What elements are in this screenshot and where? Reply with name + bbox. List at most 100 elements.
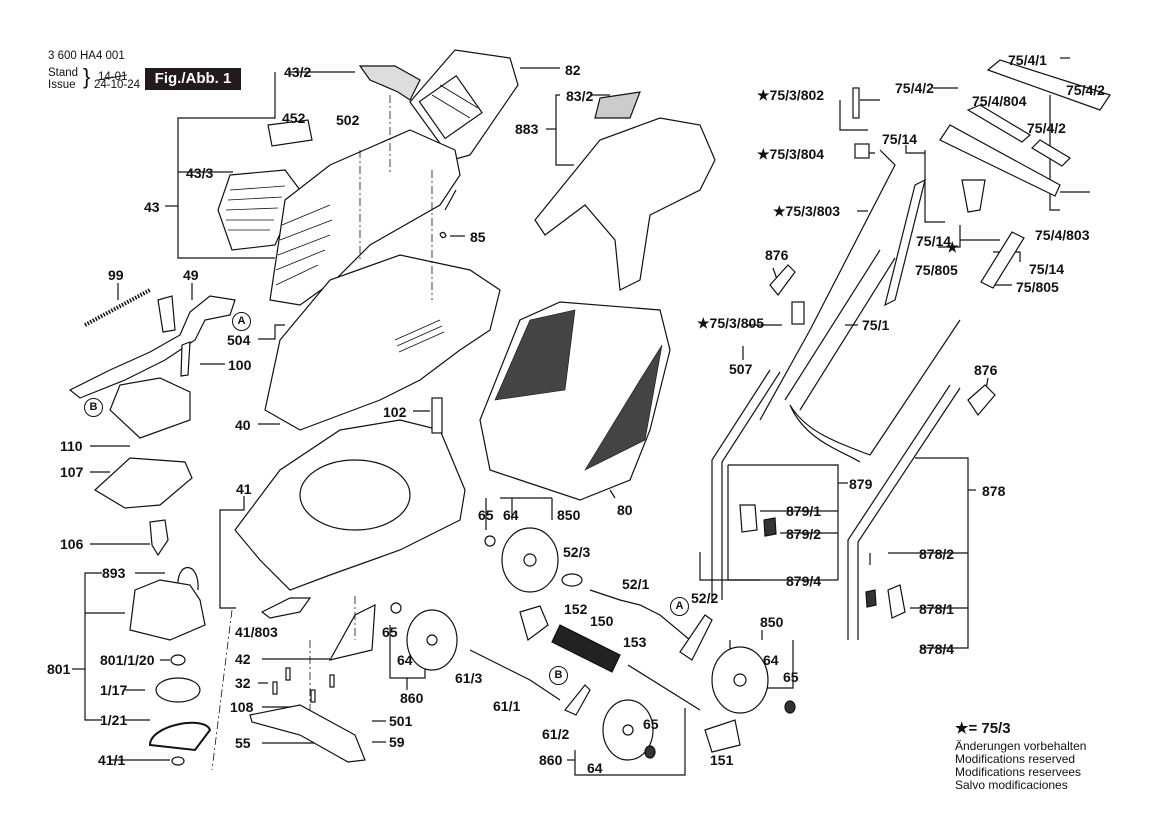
part-110-cover — [109, 377, 191, 439]
part-52-1-axle — [589, 589, 691, 641]
part-label[interactable]: 32 — [235, 675, 251, 691]
part-label[interactable]: 83/2 — [566, 88, 594, 104]
callout-b-lever: B — [549, 666, 568, 685]
part-label[interactable]: 876 — [974, 362, 998, 378]
part-label[interactable]: 879/4 — [786, 573, 822, 589]
part-label[interactable]: 1/21 — [100, 712, 128, 728]
part-label[interactable]: 883 — [515, 121, 539, 137]
part-label[interactable]: 150 — [590, 613, 614, 629]
part-label[interactable]: 52/2 — [691, 590, 719, 606]
part-label[interactable]: 110 — [60, 438, 83, 454]
part-41-803-insert — [260, 597, 312, 619]
part-label[interactable]: 59 — [389, 734, 405, 750]
part-label[interactable]: ★75/3/803 — [773, 203, 841, 219]
part-label[interactable]: ★ — [946, 239, 959, 255]
part-label[interactable]: 878/1 — [919, 601, 955, 617]
part-label[interactable]: 879 — [849, 476, 873, 492]
part-label[interactable]: 61/3 — [455, 670, 483, 686]
part-label[interactable]: 41/803 — [235, 624, 278, 640]
housing-ribs — [394, 319, 445, 353]
part-label[interactable]: 151 — [710, 752, 734, 768]
callout-a: A — [232, 312, 251, 331]
part-label[interactable]: 65 — [382, 624, 398, 640]
part-label[interactable]: 502 — [336, 112, 360, 128]
part-label[interactable]: 75/14 — [882, 131, 918, 147]
part-label[interactable]: 107 — [60, 464, 84, 480]
part-label[interactable]: 61/2 — [542, 726, 570, 742]
callout-b: B — [84, 398, 103, 417]
part-label[interactable]: 75/4/804 — [972, 93, 1027, 109]
part-label[interactable]: 102 — [383, 404, 407, 420]
part-label[interactable]: 42 — [235, 651, 251, 667]
part-label[interactable]: 878/2 — [919, 546, 955, 562]
part-label[interactable]: 41/1 — [98, 752, 126, 768]
part-label[interactable]: 41 — [236, 481, 252, 497]
part-label[interactable]: 108 — [230, 699, 254, 715]
part-75-805-tube-right — [980, 231, 1025, 289]
part-label[interactable]: 501 — [389, 713, 413, 729]
part-label[interactable]: 893 — [102, 565, 126, 581]
part-label[interactable]: 75/1 — [862, 317, 890, 333]
part-label[interactable]: 65 — [643, 716, 659, 732]
part-75-4-804-bracket — [966, 104, 1032, 143]
part-879-1-clamp — [739, 504, 758, 533]
part-label[interactable]: 75/4/2 — [895, 80, 934, 96]
part-label[interactable]: 75/4/803 — [1035, 227, 1090, 243]
part-label[interactable]: 879/1 — [786, 503, 822, 519]
part-label[interactable]: 43/3 — [186, 165, 214, 181]
part-label[interactable]: 860 — [400, 690, 424, 706]
part-label[interactable]: 876 — [765, 247, 789, 263]
part-label[interactable]: 64 — [503, 507, 519, 523]
part-label[interactable]: 801/1/20 — [100, 652, 155, 668]
part-label[interactable]: ★75/3/802 — [757, 87, 825, 103]
part-label[interactable]: 1/17 — [100, 682, 128, 698]
part-label[interactable]: 75/14 — [1029, 261, 1065, 277]
part-label[interactable]: 879/2 — [786, 526, 822, 542]
part-label[interactable]: 152 — [564, 601, 588, 617]
part-label[interactable]: 507 — [729, 361, 753, 377]
part-label[interactable]: 106 — [60, 536, 84, 552]
part-label[interactable]: 75/805 — [915, 262, 958, 278]
part-label[interactable]: 75/805 — [1016, 279, 1059, 295]
part-label[interactable]: 52/3 — [563, 544, 591, 560]
part-label[interactable]: 43 — [144, 199, 160, 215]
part-label[interactable]: ★75/3/804 — [757, 146, 825, 162]
part-label[interactable]: 64 — [763, 652, 779, 668]
part-1-21-belt — [148, 721, 212, 752]
part-label[interactable]: 49 — [183, 267, 199, 283]
part-label[interactable]: 75/4/1 — [1008, 52, 1047, 68]
part-label[interactable]: 452 — [282, 110, 306, 126]
part-label[interactable]: 80 — [617, 502, 633, 518]
part-label[interactable]: 65 — [478, 507, 494, 523]
part-label[interactable]: 504 — [227, 332, 251, 348]
part-label[interactable]: 43/2 — [284, 64, 312, 80]
note-line-fr: Modifications reservees — [955, 765, 1082, 779]
part-label[interactable]: 64 — [397, 652, 413, 668]
part-label[interactable]: 801 — [47, 661, 71, 677]
part-label[interactable]: 61/1 — [493, 698, 521, 714]
part-label[interactable]: 75/14 — [916, 233, 952, 249]
part-153-axle — [627, 664, 701, 711]
part-label[interactable]: 85 — [470, 229, 486, 245]
part-label[interactable]: 52/1 — [622, 576, 650, 592]
part-label[interactable]: 40 — [235, 417, 251, 433]
part-label[interactable]: 860 — [539, 752, 563, 768]
part-52-2-lever — [679, 614, 713, 661]
part-85-spring — [439, 231, 447, 239]
part-label[interactable]: 75/4/2 — [1027, 120, 1066, 136]
part-label[interactable]: 75/4/2 — [1066, 82, 1105, 98]
part-label[interactable]: 153 — [623, 634, 647, 650]
note-line-de: Änderungen vorbehalten — [955, 739, 1087, 753]
part-label[interactable]: 65 — [783, 669, 799, 685]
part-label[interactable]: 99 — [108, 267, 124, 283]
part-label[interactable]: 850 — [557, 507, 581, 523]
part-label[interactable]: 82 — [565, 62, 581, 78]
part-label[interactable]: 100 — [228, 357, 252, 373]
part-label[interactable]: 55 — [235, 735, 251, 751]
cover-grille — [225, 185, 286, 231]
part-label[interactable]: 878 — [982, 483, 1006, 499]
part-label[interactable]: 878/4 — [919, 641, 955, 657]
part-label[interactable]: 64 — [587, 760, 603, 776]
part-label[interactable]: 850 — [760, 614, 784, 630]
part-label[interactable]: ★75/3/805 — [697, 315, 765, 331]
